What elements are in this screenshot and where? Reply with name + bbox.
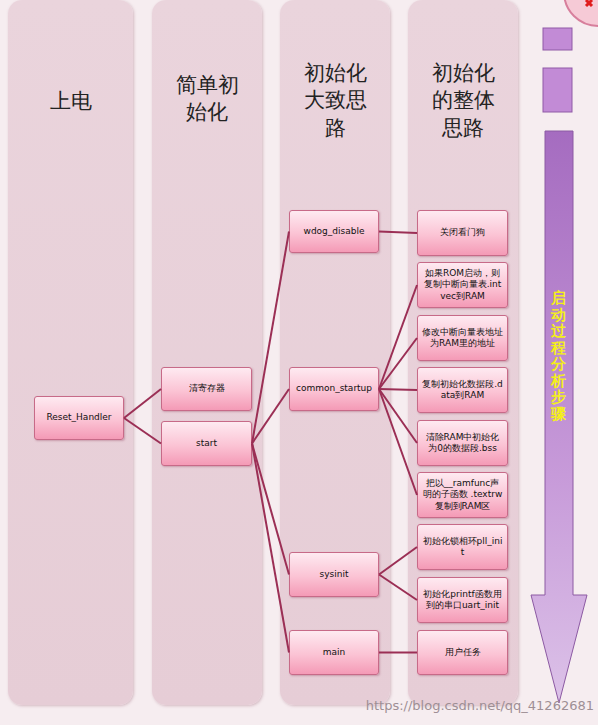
column-panel: 简单初始化清寄存器 start — [152, 0, 262, 705]
watermark: https://blog.csdn.net/qq_41262681 — [366, 698, 594, 713]
connector-line — [252, 444, 289, 653]
connector-line — [379, 547, 417, 575]
process-box: Reset_Handler — [34, 396, 124, 440]
box-label: 如果ROM启动，则复制中断向量表.intvec到RAM — [422, 268, 503, 302]
box-label: 修改中断向量表地址为RAM里的地址 — [422, 327, 503, 350]
connector-line — [379, 285, 417, 389]
connector-line — [252, 444, 289, 575]
process-box: 复制初始化数据段.data到RAM — [417, 367, 508, 413]
process-box: sysinit — [289, 552, 379, 597]
column-panel: 上电 Reset_Handler — [8, 0, 133, 705]
process-box: 初始化锁相环pll_init — [417, 524, 508, 570]
process-box: 关闭看门狗 — [417, 210, 508, 256]
box-label: 清寄存器 — [189, 383, 225, 394]
box-label: 初始化printf函数用到的串口uart_init — [422, 589, 503, 612]
process-box: 用户任务 — [417, 630, 508, 675]
column-panel: 初始化大致思路 wdog_disable common_startupsysinit… — [280, 0, 390, 705]
corner-circle — [564, 0, 598, 26]
connector-line — [252, 232, 289, 444]
connector-line — [379, 389, 417, 390]
process-box: common_startup — [289, 367, 379, 411]
corner-mark — [586, 0, 592, 6]
column-panel: 初始化的整体思路关闭看门狗如果ROM启动，则复制中断向量表.intvec到RAM… — [408, 0, 518, 705]
process-box: 初始化printf函数用到的串口uart_init — [417, 577, 508, 623]
process-box: 清除RAM中初始化为0的数据段.bss — [417, 420, 508, 466]
vertical-label: 启动过程分析步骤 — [551, 290, 566, 422]
column-heading: 简单初始化 — [152, 72, 262, 127]
box-label: 用户任务 — [445, 647, 481, 658]
column-heading: 上电 — [8, 88, 133, 115]
process-box: 修改中断向量表地址为RAM里的地址 — [417, 315, 508, 361]
column-heading: 初始化大致思路 — [280, 60, 390, 142]
box-label: 清除RAM中初始化为0的数据段.bss — [422, 432, 503, 455]
connector-line — [379, 232, 417, 234]
box-label: common_startup — [296, 383, 372, 394]
arrow-outline — [531, 131, 587, 703]
box-label: 复制初始化数据段.data到RAM — [422, 379, 503, 402]
connector-line — [124, 418, 161, 444]
connector-line — [379, 389, 417, 495]
box-label: Reset_Handler — [46, 412, 111, 423]
connector-line — [379, 575, 417, 601]
box-label: start — [196, 438, 217, 449]
connector-line — [124, 389, 161, 418]
process-box: 清寄存器 — [161, 367, 252, 411]
process-box: 把以__ramfunc声明的子函数 .textrw 复制到RAM区 — [417, 472, 508, 518]
box-label: 初始化锁相环pll_init — [422, 536, 503, 559]
box-label: 把以__ramfunc声明的子函数 .textrw 复制到RAM区 — [422, 478, 503, 512]
purple-square — [543, 68, 572, 112]
box-label: 关闭看门狗 — [440, 227, 485, 238]
step-arrow: 启动过程分析步骤 — [530, 130, 588, 705]
box-label: sysinit — [320, 569, 349, 580]
connector-line — [379, 652, 417, 654]
box-label: main — [323, 647, 346, 658]
connector-line — [379, 338, 417, 389]
box-label: wdog_disable — [304, 226, 365, 237]
column-heading: 初始化的整体思路 — [408, 60, 518, 142]
process-box: start — [161, 421, 252, 466]
process-box: 如果ROM启动，则复制中断向量表.intvec到RAM — [417, 262, 508, 308]
purple-square — [543, 28, 572, 50]
connector-line — [379, 389, 417, 443]
process-box: wdog_disable — [289, 210, 379, 253]
process-box: main — [289, 630, 379, 675]
connector-line — [252, 389, 289, 444]
